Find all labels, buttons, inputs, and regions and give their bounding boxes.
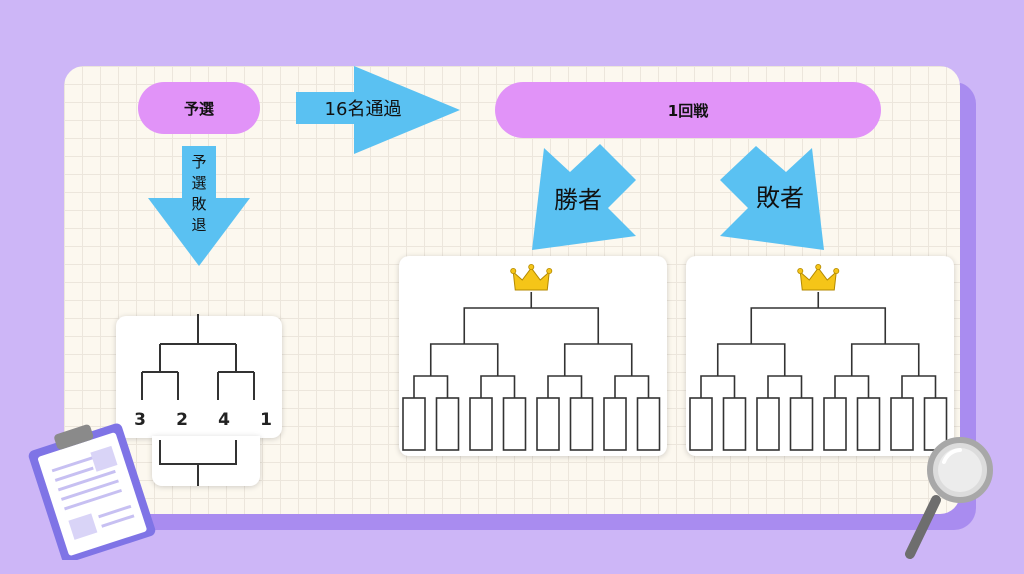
- bracket-connector: [767, 375, 803, 398]
- prelim-stage-label: 予選: [183, 99, 214, 118]
- advance-arrow-label-box: 16名通過: [296, 92, 430, 124]
- eliminated-char: 選: [191, 174, 207, 192]
- bracket-connector: [901, 375, 937, 398]
- bracket-connector: [716, 343, 786, 376]
- bracket-connector: [480, 375, 516, 398]
- clipboard-icon: [28, 423, 156, 560]
- bracket-connector: [834, 375, 870, 398]
- prelim-seed-row: 3 2 4 1: [130, 410, 276, 430]
- losers-label: 敗者: [756, 183, 804, 212]
- prelim-bracket-lines: [141, 314, 255, 486]
- bracket-slot: [536, 397, 560, 451]
- winners-bracket-lines: [402, 263, 661, 451]
- advance-arrow: [296, 66, 460, 154]
- losers-bracket-lines: [689, 263, 948, 451]
- eliminated-label: 予 選 敗 退: [182, 152, 216, 236]
- losers-label-box: 敗者: [744, 178, 816, 212]
- crown-jewel: [797, 267, 804, 274]
- bracket-connector: [413, 375, 449, 398]
- winners-label-box: 勝者: [542, 180, 614, 214]
- bracket-connector: [463, 307, 600, 344]
- crown-jewel: [815, 263, 822, 270]
- eliminated-char: 退: [191, 216, 207, 234]
- bracket-slot: [636, 397, 661, 451]
- prelim-stage-pill: 予選: [138, 82, 260, 134]
- bracket-slot: [823, 397, 847, 451]
- crown-icon: [512, 267, 550, 291]
- round1-stage-label: 1回戦: [667, 101, 709, 120]
- crown-jewel: [546, 267, 553, 274]
- losers-arrow: [720, 146, 824, 250]
- crown-jewel: [833, 267, 840, 274]
- seed-label: 4: [218, 410, 230, 430]
- crown-jewel: [528, 263, 535, 270]
- seed-label: 1: [260, 410, 272, 430]
- bracket-connector: [547, 375, 583, 398]
- bracket-slot: [402, 397, 426, 451]
- prelim-lower-card: [152, 436, 260, 486]
- bracket-slot: [603, 397, 627, 451]
- eliminated-char: 敗: [191, 195, 207, 213]
- crown-icon: [799, 267, 837, 291]
- bracket-slot: [689, 397, 713, 451]
- winners-label: 勝者: [554, 185, 602, 214]
- diagram-board: 予選 16名通過 1回戦 予 選 敗 退 勝者 敗者: [64, 66, 960, 514]
- bracket-connector: [700, 375, 736, 398]
- advance-label: 16名通過: [324, 99, 402, 120]
- bracket-slot: [856, 397, 881, 451]
- seed-label: 2: [176, 410, 188, 430]
- bracket-connector: [563, 343, 633, 376]
- bracket-slot: [502, 397, 527, 451]
- eliminated-char: 予: [191, 153, 207, 171]
- bracket-connector: [614, 375, 650, 398]
- eliminated-arrow: [148, 146, 250, 266]
- bracket-slot: [789, 397, 814, 451]
- seed-label: 3: [134, 410, 146, 430]
- bracket-slot: [435, 397, 460, 451]
- bracket-slot: [469, 397, 493, 451]
- losers-bracket-card: [686, 256, 954, 456]
- bracket-slot: [722, 397, 747, 451]
- bracket-connector: [850, 343, 920, 376]
- bracket-connector: [750, 307, 887, 344]
- winners-arrow: [532, 144, 636, 250]
- bracket-slot: [569, 397, 594, 451]
- winners-bracket-card: [399, 256, 667, 456]
- magnifying-glass-icon: [905, 437, 993, 559]
- crown-jewel: [510, 267, 517, 274]
- bracket-slot: [756, 397, 780, 451]
- round1-stage-pill: 1回戦: [495, 82, 881, 138]
- bracket-connector: [429, 343, 499, 376]
